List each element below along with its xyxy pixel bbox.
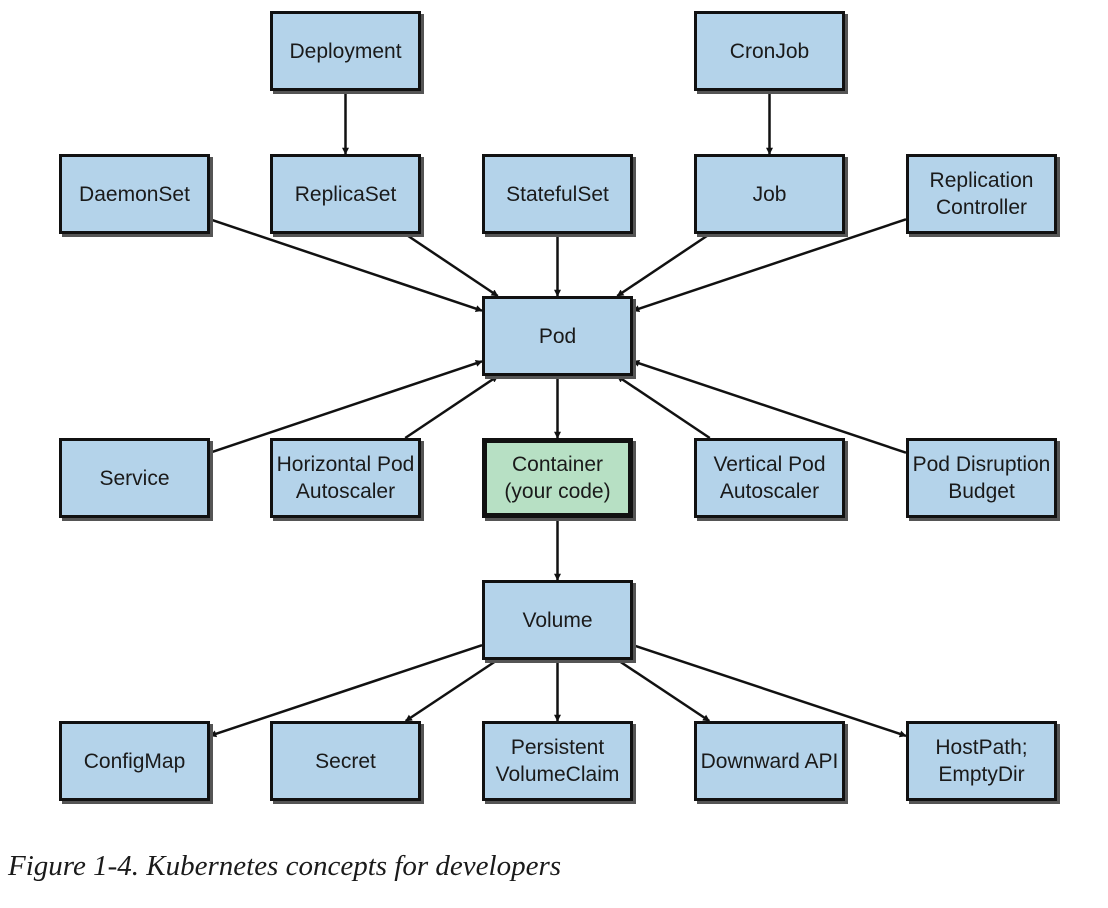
replicaset-node: ReplicaSet bbox=[270, 154, 421, 234]
arrow-replication_controller-to-pod bbox=[632, 218, 907, 313]
container-node: Container (your code) bbox=[482, 438, 633, 518]
arrow-daemonset-to-pod bbox=[209, 218, 483, 312]
figure-caption: Figure 1-4. Kubernetes concepts for deve… bbox=[8, 850, 562, 882]
arrow-vpa-to-pod bbox=[616, 374, 711, 440]
arrow-volume-to-configmap bbox=[209, 643, 483, 738]
hostpath-emptydir-node: HostPath; EmptyDir bbox=[906, 721, 1057, 801]
cronjob-node: CronJob bbox=[694, 11, 845, 91]
arrow-hpa-to-pod bbox=[404, 374, 499, 440]
job-node: Job bbox=[694, 154, 845, 234]
replication-controller-node: Replication Controller bbox=[906, 154, 1057, 234]
vertical-pod-autoscaler-node: Vertical Pod Autoscaler bbox=[694, 438, 845, 518]
pod-disruption-budget-node: Pod Disruption Budget bbox=[906, 438, 1057, 518]
horizontal-pod-autoscaler-node: Horizontal Pod Autoscaler bbox=[270, 438, 421, 518]
arrow-job-to-pod bbox=[616, 232, 711, 298]
deployment-node: Deployment bbox=[270, 11, 421, 91]
arrow-volume-to-secret bbox=[404, 658, 499, 723]
persistent-volume-claim-node: Persistent VolumeClaim bbox=[482, 721, 633, 801]
volume-node: Volume bbox=[482, 580, 633, 660]
pod-node: Pod bbox=[482, 296, 633, 376]
secret-node: Secret bbox=[270, 721, 421, 801]
arrow-service-to-pod bbox=[209, 360, 483, 454]
arrow-pdb-to-pod bbox=[632, 359, 907, 454]
downward-api-node: Downward API bbox=[694, 721, 845, 801]
service-node: Service bbox=[59, 438, 210, 518]
configmap-node: ConfigMap bbox=[59, 721, 210, 801]
arrow-volume-to-hostpath bbox=[632, 643, 907, 738]
arrow-replicaset-to-pod bbox=[404, 232, 499, 298]
daemonset-node: DaemonSet bbox=[59, 154, 210, 234]
statefulset-node: StatefulSet bbox=[482, 154, 633, 234]
arrow-volume-to-downward_api bbox=[616, 658, 711, 723]
